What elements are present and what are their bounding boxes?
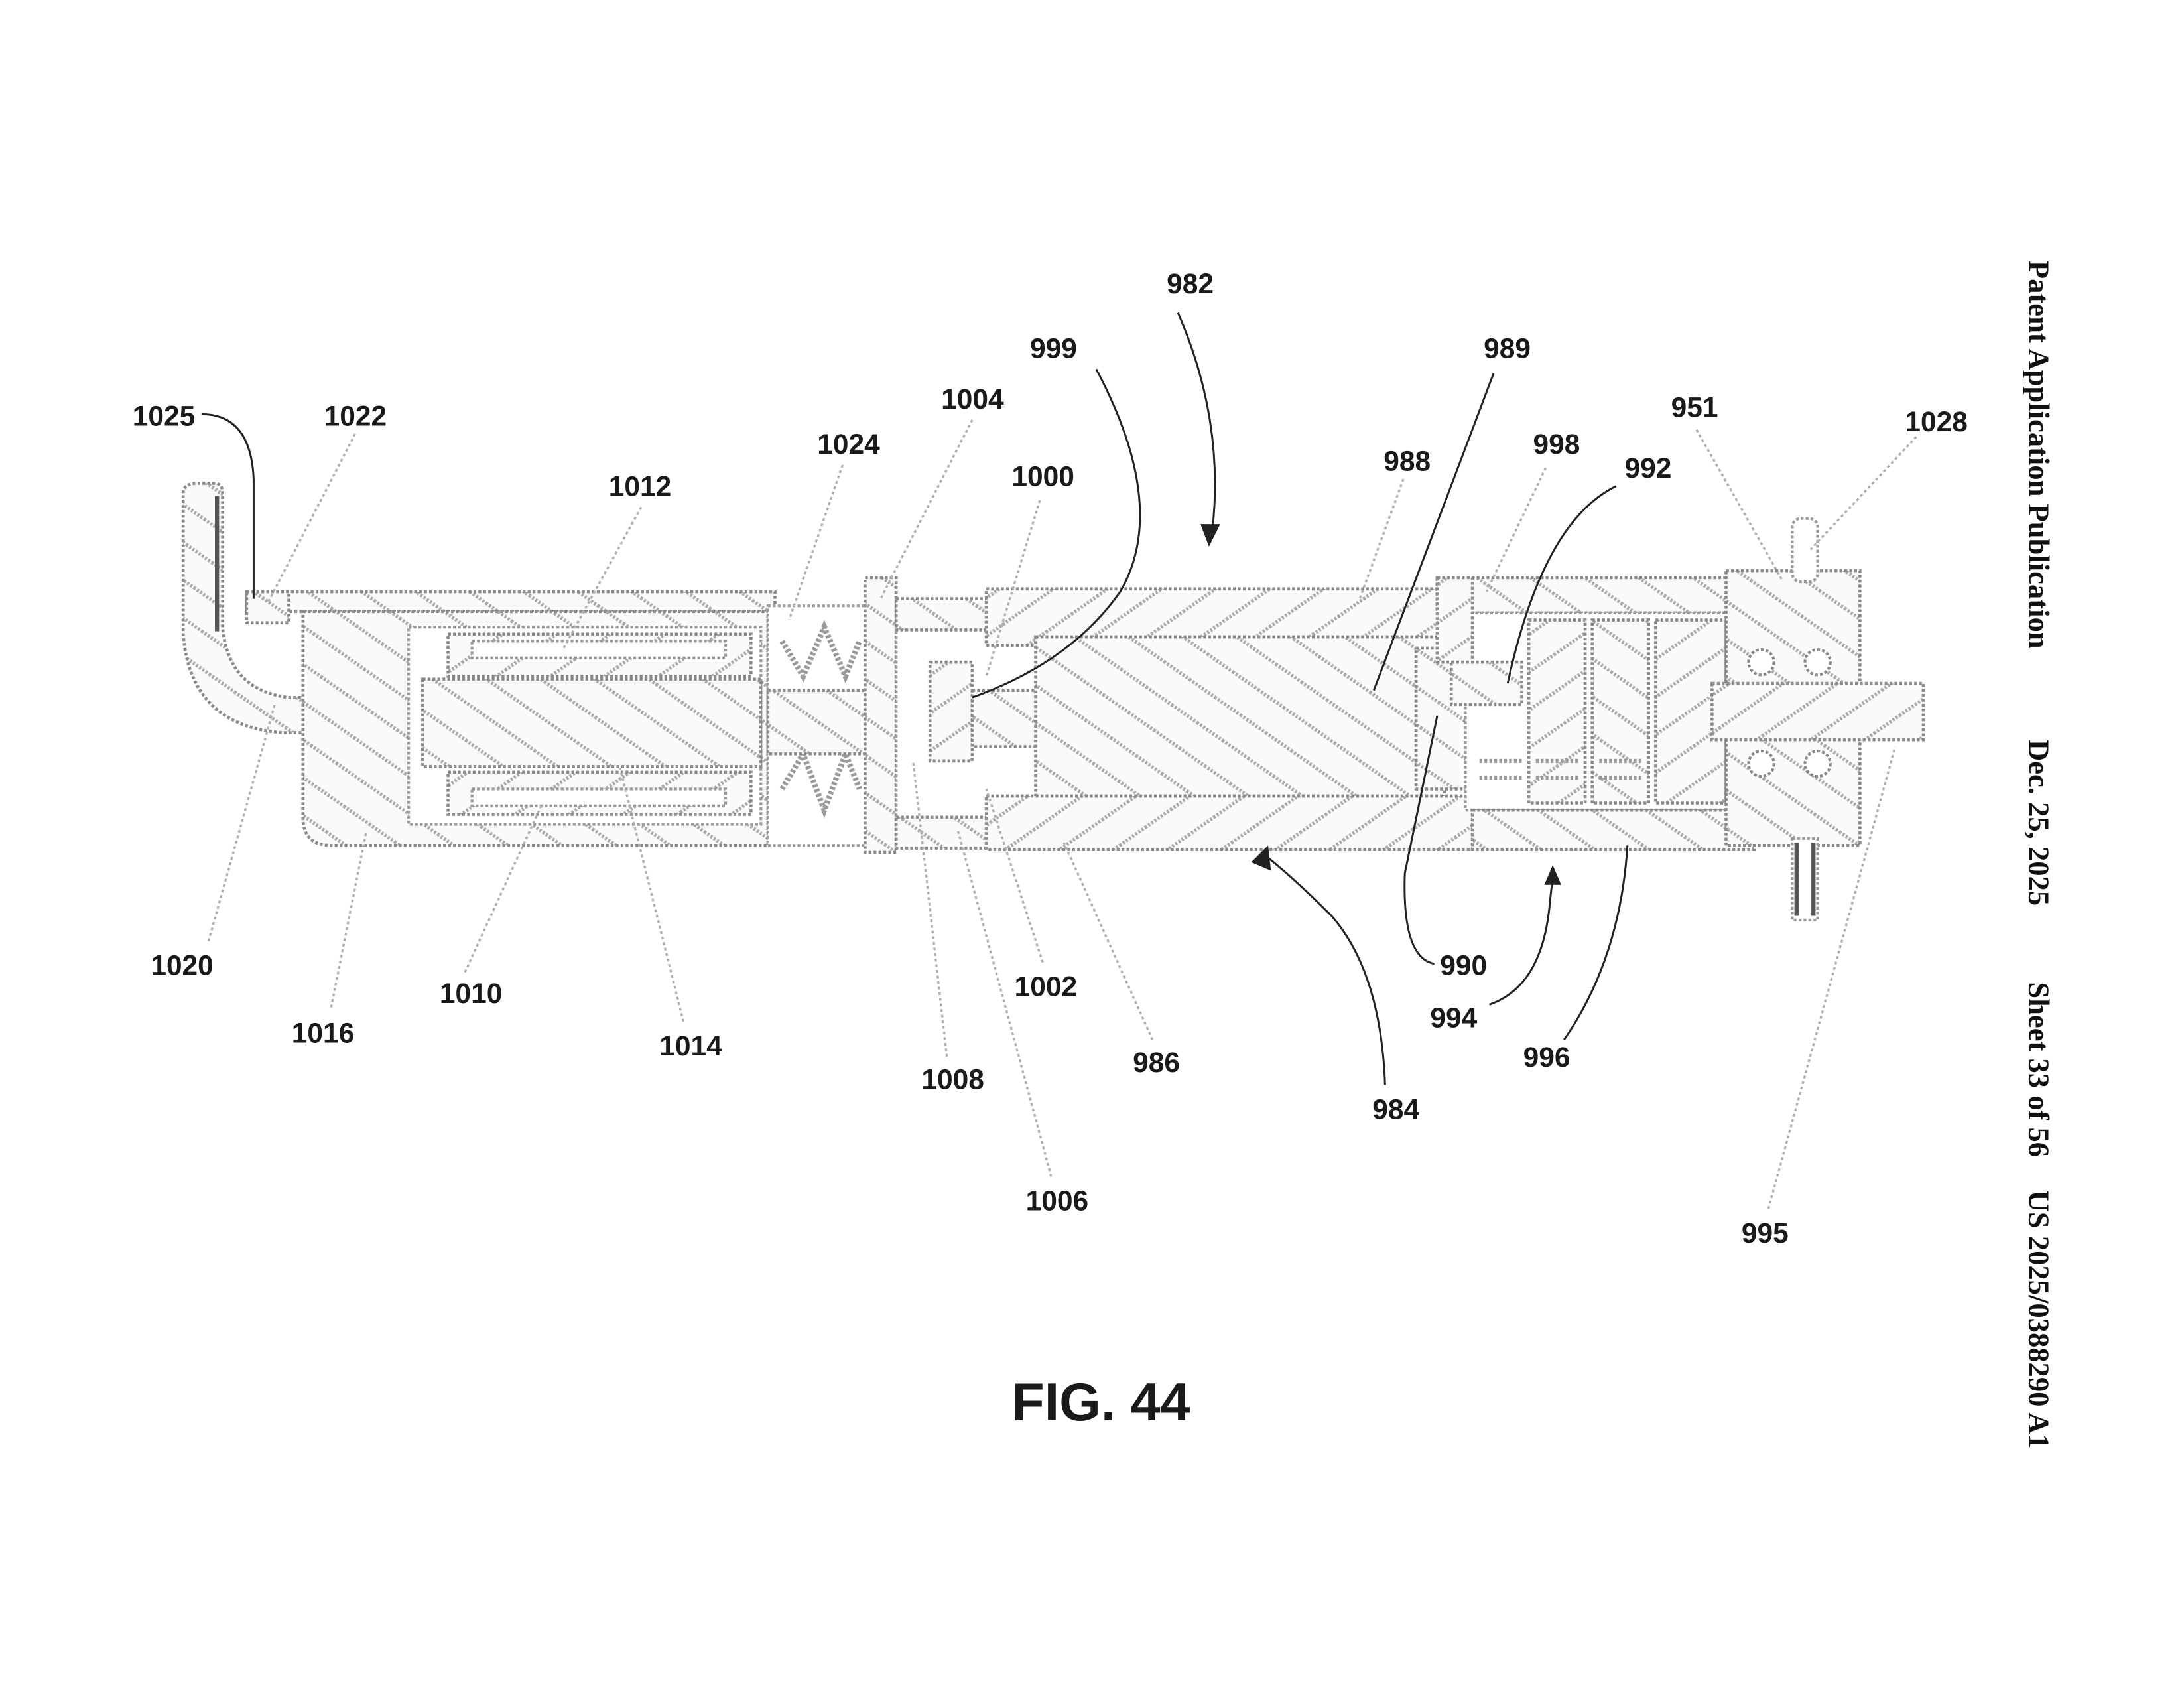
leader-994 bbox=[1489, 876, 1554, 1006]
leader-999 bbox=[972, 368, 1141, 699]
leader-1012 bbox=[562, 506, 643, 649]
plate-1004 bbox=[864, 576, 898, 854]
leader-1014 bbox=[619, 768, 685, 1022]
leader-1000 bbox=[985, 500, 1041, 677]
gear-teeth bbox=[1479, 758, 1642, 780]
arrowhead-984 bbox=[1251, 845, 1271, 871]
label-1006: 1006 bbox=[1026, 1186, 1088, 1217]
gear-994 bbox=[1590, 618, 1651, 805]
top-plate-1022 bbox=[245, 590, 777, 614]
pin-1028 bbox=[1791, 517, 1819, 584]
label-984: 984 bbox=[1372, 1094, 1419, 1125]
clutch-999 bbox=[970, 689, 1045, 748]
leader-986 bbox=[1062, 842, 1154, 1041]
label-1014: 1014 bbox=[659, 1031, 722, 1062]
label-996: 996 bbox=[1523, 1042, 1571, 1073]
leader-995 bbox=[1767, 746, 1897, 1209]
winding-bottom bbox=[470, 787, 728, 807]
leader-989 bbox=[1373, 373, 1495, 691]
label-982: 982 bbox=[1167, 269, 1214, 300]
leader-996 bbox=[1563, 845, 1629, 1041]
leader-1025 bbox=[201, 413, 255, 599]
sheet-number: Sheet 33 of 56 bbox=[2022, 982, 2055, 1157]
leader-982 bbox=[1177, 312, 1216, 536]
core-984 bbox=[1034, 635, 1446, 801]
seal-998 bbox=[1435, 576, 1474, 664]
leader-1006 bbox=[957, 831, 1053, 1177]
label-1028: 1028 bbox=[1905, 407, 1967, 438]
cross-section-assembly bbox=[181, 482, 1925, 922]
label-994: 994 bbox=[1430, 1002, 1477, 1034]
publication-type: Patent Application Publication bbox=[2022, 261, 2055, 649]
winding-top bbox=[470, 640, 728, 659]
lower-shell-986 bbox=[984, 794, 1474, 852]
label-1025: 1025 bbox=[133, 401, 195, 432]
pin-1000 bbox=[928, 660, 974, 763]
label-998: 998 bbox=[1533, 429, 1580, 460]
label-986: 986 bbox=[1133, 1048, 1180, 1079]
leader-1002 bbox=[985, 788, 1044, 963]
leader-992 bbox=[1506, 485, 1617, 684]
rotor-1014 bbox=[421, 677, 763, 768]
label-1010: 1010 bbox=[440, 979, 502, 1010]
gear-992 bbox=[1527, 618, 1587, 805]
leader-990 bbox=[1403, 715, 1439, 965]
label-1008: 1008 bbox=[921, 1065, 984, 1096]
label-1024: 1024 bbox=[817, 429, 880, 460]
gear-990 bbox=[1449, 660, 1523, 707]
leader-1004 bbox=[879, 419, 974, 600]
label-1004: 1004 bbox=[941, 384, 1004, 415]
label-992: 992 bbox=[1625, 453, 1672, 484]
coupling-shaft bbox=[766, 689, 868, 756]
leader-1020 bbox=[207, 704, 276, 942]
spring-1024 bbox=[779, 620, 862, 819]
reference-numerals: 1025 1022 1012 1024 1004 1000 999 982 98… bbox=[133, 269, 1968, 1249]
label-999: 999 bbox=[1030, 333, 1077, 364]
label-1002: 1002 bbox=[1015, 972, 1077, 1003]
leader-1028 bbox=[1809, 436, 1917, 551]
leader-1008 bbox=[911, 760, 948, 1057]
label-1022: 1022 bbox=[324, 401, 387, 432]
leader-lines bbox=[201, 312, 1917, 1209]
leader-998 bbox=[1485, 467, 1547, 592]
label-1012: 1012 bbox=[609, 472, 671, 503]
leader-988 bbox=[1358, 478, 1405, 600]
publication-number: US 2025/0388290 A1 bbox=[2022, 1191, 2055, 1449]
gear-housing-bottom bbox=[1470, 808, 1756, 852]
arrowhead-994 bbox=[1544, 865, 1561, 885]
label-990: 990 bbox=[1440, 951, 1487, 982]
gear-housing-top bbox=[1435, 576, 1763, 615]
label-988: 988 bbox=[1383, 446, 1431, 477]
label-1020: 1020 bbox=[151, 951, 213, 982]
label-951: 951 bbox=[1671, 393, 1718, 424]
leader-1016 bbox=[330, 831, 368, 1008]
bearings bbox=[1747, 647, 1832, 778]
label-995: 995 bbox=[1742, 1218, 1789, 1249]
label-989: 989 bbox=[1484, 333, 1531, 364]
publication-date: Dec. 25, 2025 bbox=[2022, 740, 2055, 906]
leader-1024 bbox=[788, 464, 844, 621]
arrowhead-982 bbox=[1200, 524, 1220, 547]
label-1000: 1000 bbox=[1011, 462, 1074, 493]
output-shaft-995 bbox=[1710, 681, 1925, 742]
figure-caption: FIG. 44 bbox=[1011, 1373, 1190, 1432]
page-header: Patent Application Publication Dec. 25, … bbox=[2022, 261, 2055, 1449]
leader-984 bbox=[1260, 851, 1386, 1085]
label-1016: 1016 bbox=[292, 1018, 354, 1050]
leader-1022 bbox=[267, 433, 356, 604]
leader-951 bbox=[1695, 429, 1783, 581]
